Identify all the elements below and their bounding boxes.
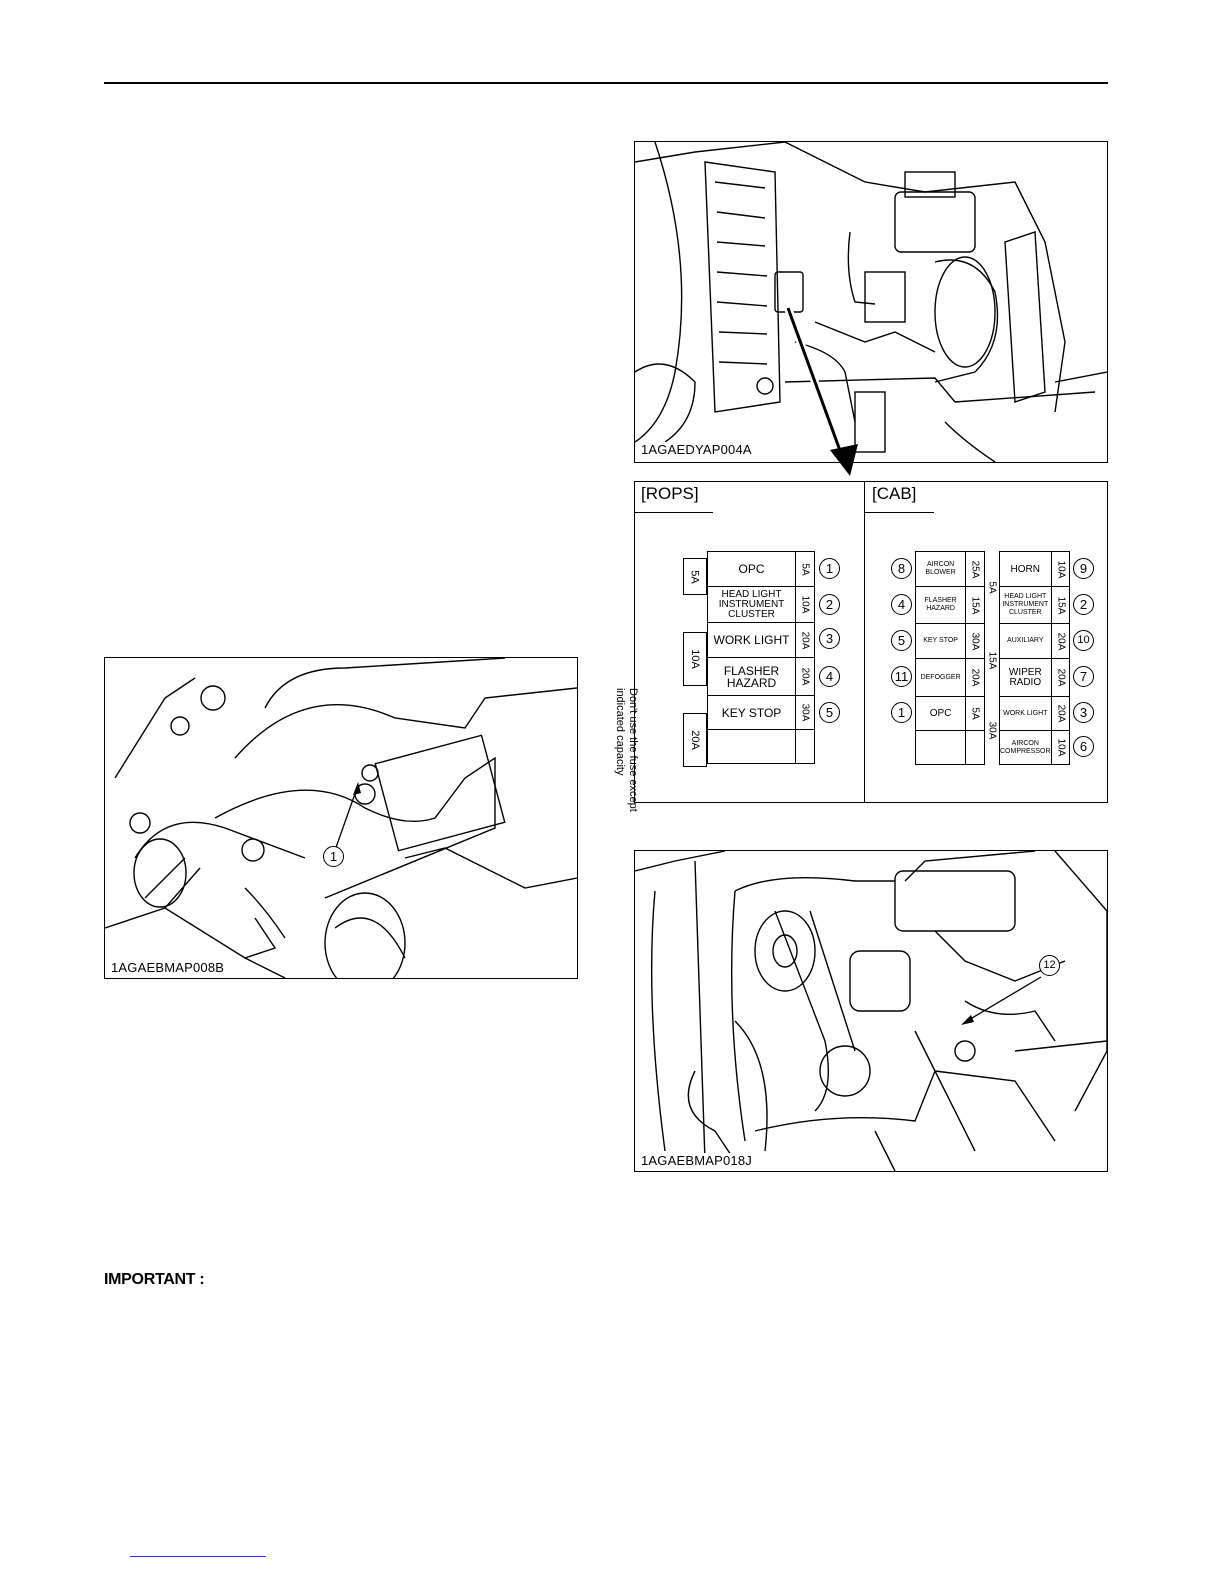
fuse-row: WORK LIGHT 20A (706, 622, 815, 658)
pointer-arrow-icon (784, 306, 858, 476)
fuse-name: HEAD LIGHT INSTRUMENT CLUSTER (706, 586, 797, 623)
fuse-row: AUXILIARY 20A (999, 623, 1071, 659)
fuse-panel: [ROPS] [CAB] Don't use the fuse except i… (614, 481, 1108, 812)
fuse-amp: 20A (799, 631, 811, 649)
fuse-amp: 5A (969, 707, 981, 720)
fuse-name: WORK LIGHT (999, 696, 1052, 731)
fuse-name: FLASHER HAZARD (914, 586, 967, 624)
callout-badge: 1 (323, 846, 344, 867)
cab-fuse-table-left: AIRCON BLOWER 25A FLASHER HAZARD 15A KEY… (914, 551, 985, 765)
fuse-name: HEAD LIGHT INSTRUMENT CLUSTER (999, 586, 1052, 624)
fuse-row: FLASHER HAZARD 20A (706, 657, 815, 696)
fuse-amp: 10A (1054, 738, 1066, 757)
fuse-amp: 10A (799, 595, 811, 614)
fuse-number-badge: 2 (819, 594, 840, 615)
fuse-name: OPC (914, 696, 967, 731)
fuse-number-badge: 5 (891, 630, 912, 651)
fuse-name: WORK LIGHT (706, 622, 797, 658)
fuse-amp: 15A (969, 596, 981, 614)
panel-divider (864, 482, 865, 802)
fuse-row: HORN 10A (999, 551, 1071, 587)
fuse-name: WIPER RADIO (999, 658, 1052, 697)
fuse-number-badge: 4 (819, 666, 840, 687)
figure-label: 1AGAEBMAP008B (109, 960, 227, 975)
fuse-name: AUXILIARY (999, 623, 1052, 659)
rops-header: [ROPS] (641, 484, 699, 503)
fuse-row-empty (914, 730, 985, 765)
fuse-warning-note: Don't use the fuse except indicated capa… (614, 688, 639, 812)
cab-spare-fuse: 5A (986, 580, 998, 594)
cab-fuse-table-right: HORN 10A HEAD LIGHT INSTRUMENT CLUSTER 1… (999, 551, 1071, 765)
rops-spare-fuse: 20A (683, 713, 707, 767)
fuse-row: DEFOGGER 20A (914, 658, 985, 697)
fuse-name: KEY STOP (706, 695, 797, 730)
fuse-number-badge: 7 (1073, 666, 1094, 687)
fuse-name: AIRCON BLOWER (914, 551, 967, 587)
fuse-row: KEY STOP 30A (706, 695, 815, 730)
fuse-amp: 20A (1054, 668, 1066, 687)
fuse-row: AIRCON BLOWER 25A (914, 551, 985, 587)
fuse-amp: 20A (1054, 704, 1066, 723)
cab-spare-fuse: 15A (986, 651, 998, 669)
fuse-number-badge: 9 (1073, 558, 1094, 579)
fuse-row: OPC 5A (706, 551, 815, 587)
engine-bay-illustration (635, 142, 1107, 462)
fuse-name: HORN (999, 551, 1052, 587)
fuse-amp: 30A (969, 632, 981, 650)
fuse-name: FLASHER HAZARD (706, 657, 797, 696)
figure-sensor: 12 1AGAEBMAP018J (634, 850, 1108, 1172)
fuse-row: HEAD LIGHT INSTRUMENT CLUSTER 15A (999, 586, 1071, 624)
fuse-number-badge: 8 (891, 558, 912, 579)
callout-badge: 12 (1039, 955, 1060, 976)
fuse-amp: 20A (1054, 632, 1066, 650)
rops-spare-fuse: 10A (683, 632, 707, 686)
fuse-number-badge: 2 (1073, 594, 1094, 615)
fuse-row: AIRCON COMPRESSOR 10A (999, 730, 1071, 765)
fuse-number-badge: 6 (1073, 736, 1094, 757)
important-label: IMPORTANT : (104, 1271, 205, 1288)
fuse-row: FLASHER HAZARD 15A (914, 586, 985, 624)
header-rule (104, 82, 1108, 84)
axle-illustration (105, 658, 577, 978)
fuse-amp: 15A (1054, 596, 1066, 614)
fuse-number-badge: 10 (1073, 630, 1094, 651)
figure-label: 1AGAEBMAP018J (639, 1153, 754, 1168)
fuse-number-badge: 5 (819, 702, 840, 723)
figure-fuse-location: 1AGAEDYAP004A (634, 141, 1108, 463)
fuse-amp: 20A (799, 667, 811, 686)
fuse-number-badge: 1 (891, 702, 912, 723)
fuse-number-badge: 3 (1073, 702, 1094, 723)
fuse-amp: 10A (1054, 560, 1066, 578)
fuse-row: WORK LIGHT 20A (999, 696, 1071, 731)
rops-fuse-table: OPC 5A HEAD LIGHT INSTRUMENT CLUSTER 10A… (706, 551, 815, 764)
fuse-name: DEFOGGER (914, 658, 967, 697)
callout-leader (332, 787, 358, 857)
fuse-row: WIPER RADIO 20A (999, 658, 1071, 697)
fuse-number-badge: 4 (891, 594, 912, 615)
fuse-amp: 20A (969, 668, 981, 687)
fuse-row: HEAD LIGHT INSTRUMENT CLUSTER 10A (706, 586, 815, 623)
fuse-name: KEY STOP (914, 623, 967, 659)
fuse-row-empty (706, 729, 815, 764)
page-link-underline[interactable] (130, 1556, 266, 1557)
fuse-number-badge: 3 (819, 628, 840, 649)
fuse-amp: 25A (969, 560, 981, 578)
figure-label: 1AGAEDYAP004A (639, 442, 754, 457)
fuse-name: OPC (706, 551, 797, 587)
fuse-amp: 5A (799, 562, 811, 576)
cab-spare-fuse: 30A (986, 721, 998, 739)
engine-side-illustration (635, 851, 1107, 1171)
fuse-row: KEY STOP 30A (914, 623, 985, 659)
cab-header-rule (864, 512, 934, 513)
fuse-amp: 30A (799, 703, 811, 722)
fuse-row: OPC 5A (914, 696, 985, 731)
fuse-number-badge: 1 (819, 558, 840, 579)
cab-header: [CAB] (872, 484, 917, 503)
rops-spare-fuse: 5A (683, 558, 707, 595)
figure-drain-plug: 1 1AGAEBMAP008B (104, 657, 578, 979)
rops-header-rule (635, 512, 713, 513)
fuse-name: AIRCON COMPRESSOR (999, 730, 1052, 765)
callout-leader (966, 976, 1042, 1022)
fuse-number-badge: 11 (891, 666, 912, 687)
